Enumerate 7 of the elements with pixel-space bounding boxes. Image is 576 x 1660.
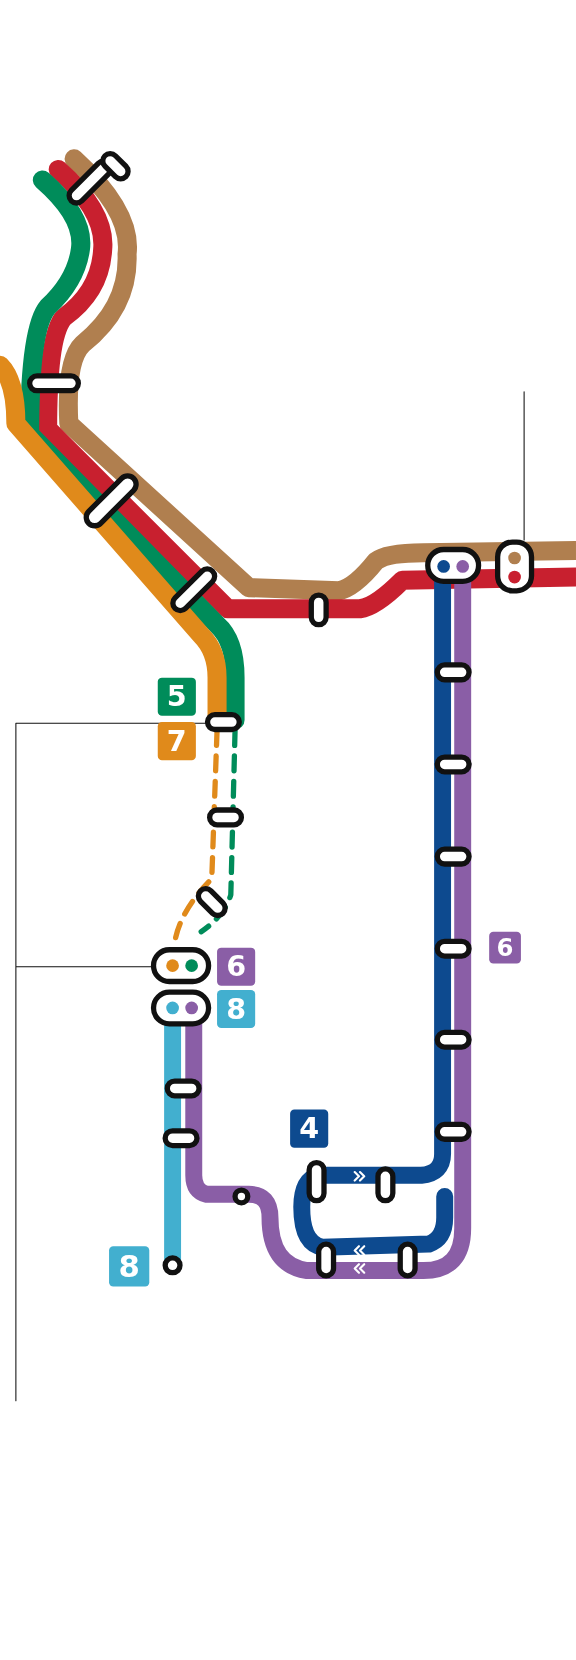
line-number-badge: 8 bbox=[217, 990, 256, 1029]
line-number-badge: 6 bbox=[489, 931, 521, 964]
line-number-badge: 8 bbox=[109, 1246, 150, 1287]
line-number-badge: 7 bbox=[157, 722, 196, 761]
line-number-badge: 4 bbox=[290, 1109, 329, 1148]
line-number-badge: 6 bbox=[217, 947, 256, 986]
line-number-badge: 5 bbox=[157, 677, 196, 716]
